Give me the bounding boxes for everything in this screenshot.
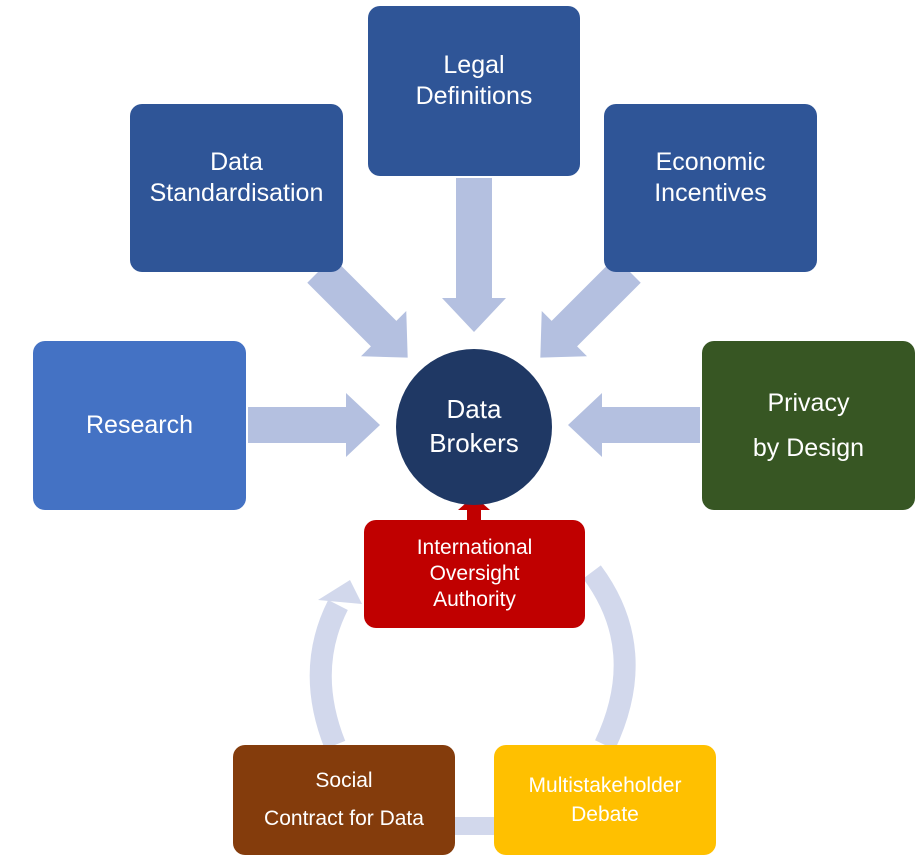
- box-economic-incentives: Economic Incentives: [604, 104, 817, 272]
- center-data-brokers: Data Brokers: [396, 349, 552, 505]
- red-arrow-shaft: [467, 508, 481, 522]
- box-multistakeholder-debate: Multistakeholder Debate: [494, 745, 716, 855]
- cycle-arrow-right: [583, 565, 636, 750]
- box-research: Research: [33, 341, 246, 510]
- arrow-economic: [540, 257, 641, 358]
- box-international-oversight-authority: International Oversight Authority: [364, 520, 585, 628]
- box-social-contract: Social Contract for Data: [233, 745, 455, 855]
- box-legal-definitions: Legal Definitions: [368, 6, 580, 176]
- cycle-arrowhead-left: [318, 580, 362, 604]
- arrow-privacy: [568, 393, 700, 457]
- cycle-arrow-left: [309, 600, 348, 750]
- box-privacy-by-design: Privacy by Design: [702, 341, 915, 510]
- box-data-standardisation: Data Standardisation: [130, 104, 343, 272]
- arrow-standardisation: [307, 257, 408, 358]
- arrow-research: [248, 393, 380, 457]
- arrow-legal: [442, 178, 506, 332]
